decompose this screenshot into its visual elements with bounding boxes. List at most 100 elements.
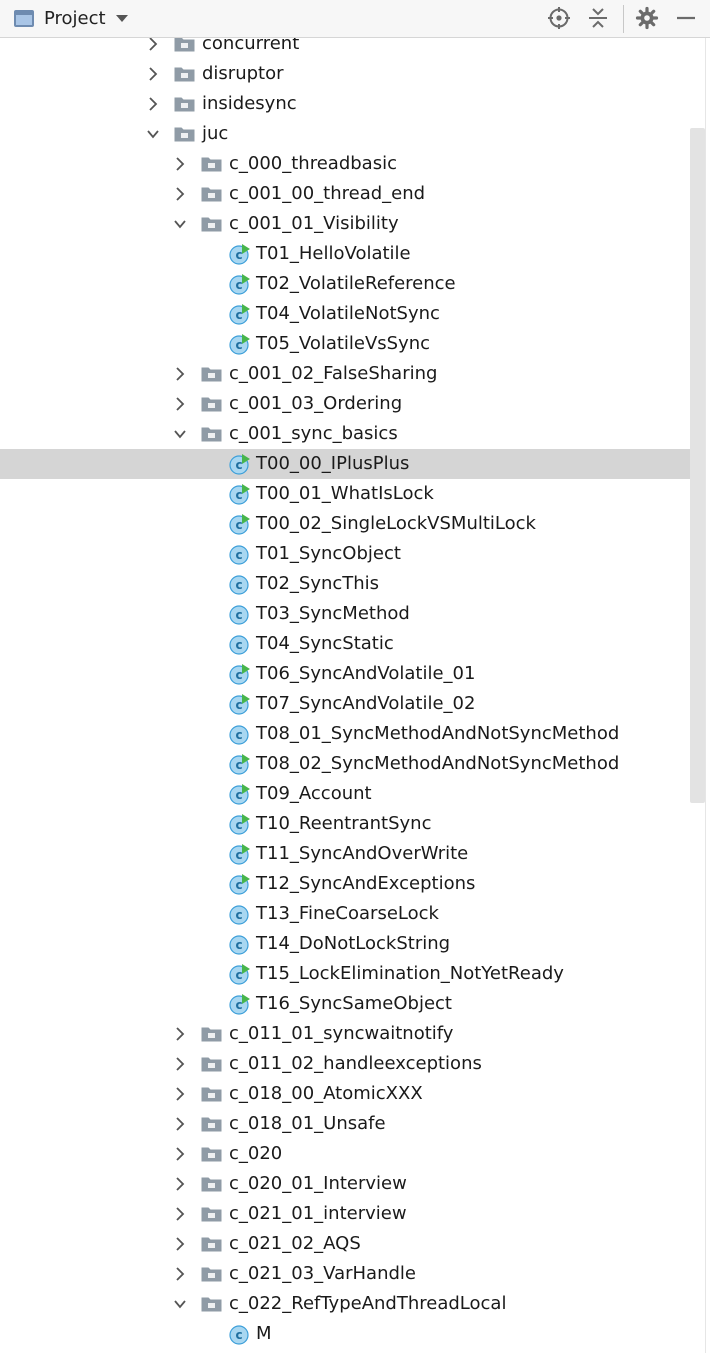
tree-folder-row[interactable]: c_018_01_Unsafe — [0, 1109, 705, 1139]
tree-file-row[interactable]: c T16_SyncSameObject — [0, 989, 705, 1019]
tree-folder-row[interactable]: concurrent — [0, 38, 705, 59]
chevron-right-icon[interactable] — [146, 97, 160, 111]
chevron-right-icon[interactable] — [173, 157, 187, 171]
tree-folder-row[interactable]: disruptor — [0, 59, 705, 89]
project-window-icon — [14, 10, 34, 27]
runnable-class-icon: c — [229, 484, 250, 505]
tree-item-label: disruptor — [202, 63, 284, 84]
tree-folder-row[interactable]: c_001_00_thread_end — [0, 179, 705, 209]
tree-folder-row[interactable]: c_001_01_Visibility — [0, 209, 705, 239]
tree-file-row[interactable]: c T13_FineCoarseLock — [0, 899, 705, 929]
tree-folder-row[interactable]: c_001_02_FalseSharing — [0, 359, 705, 389]
svg-text:c: c — [235, 998, 242, 1012]
tree-item-label: T00_00_IPlusPlus — [256, 453, 410, 474]
chevron-down-icon[interactable] — [115, 15, 128, 22]
folder-icon — [201, 217, 222, 232]
tree-item-label: c_001_00_thread_end — [229, 183, 426, 204]
folder-icon — [174, 38, 195, 52]
chevron-down-icon[interactable] — [173, 1297, 187, 1311]
tree-item-label: T05_VolatileVsSync — [256, 333, 431, 354]
tree-folder-row[interactable]: c_021_01_interview — [0, 1199, 705, 1229]
tree-folder-row[interactable]: c_021_02_AQS — [0, 1229, 705, 1259]
chevron-right-icon[interactable] — [173, 1027, 187, 1041]
tree-folder-row[interactable]: c_000_threadbasic — [0, 149, 705, 179]
svg-text:c: c — [235, 548, 242, 562]
runnable-class-icon: c — [229, 244, 250, 265]
chevron-right-icon[interactable] — [173, 1237, 187, 1251]
svg-text:c: c — [235, 788, 242, 802]
tree-file-row[interactable]: c T01_SyncObject — [0, 539, 705, 569]
tree-item-label: T15_LockElimination_NotYetReady — [256, 963, 564, 984]
gear-icon[interactable] — [635, 6, 659, 30]
tree-item-label: T13_FineCoarseLock — [256, 903, 439, 924]
chevron-down-icon[interactable] — [173, 427, 187, 441]
tree-item-label: T07_SyncAndVolatile_02 — [256, 693, 476, 714]
tree-folder-row[interactable]: c_011_01_syncwaitnotify — [0, 1019, 705, 1049]
tree-item-label: T08_01_SyncMethodAndNotSyncMethod — [256, 723, 620, 744]
chevron-right-icon[interactable] — [173, 1267, 187, 1281]
chevron-right-icon[interactable] — [173, 367, 187, 381]
folder-icon — [201, 1207, 222, 1222]
class-icon: c — [229, 905, 249, 925]
tree-folder-row[interactable]: c_022_RefTypeAndThreadLocal — [0, 1289, 705, 1319]
chevron-right-icon[interactable] — [173, 1087, 187, 1101]
chevron-down-icon[interactable] — [146, 127, 160, 141]
svg-text:c: c — [235, 1328, 242, 1342]
tree-folder-row[interactable]: c_021_03_VarHandle — [0, 1259, 705, 1289]
folder-icon — [201, 1177, 222, 1192]
locate-icon[interactable] — [547, 6, 571, 30]
tree-item-label: T16_SyncSameObject — [256, 993, 452, 1014]
folder-icon — [174, 97, 195, 112]
chevron-right-icon[interactable] — [173, 187, 187, 201]
svg-text:c: c — [235, 938, 242, 952]
chevron-right-icon[interactable] — [173, 1147, 187, 1161]
runnable-class-icon: c — [229, 844, 250, 865]
chevron-right-icon[interactable] — [173, 397, 187, 411]
chevron-right-icon[interactable] — [173, 1117, 187, 1131]
tree-folder-row[interactable]: c_020_01_Interview — [0, 1169, 705, 1199]
tree-folder-row[interactable]: insidesync — [0, 89, 705, 119]
tree-folder-row[interactable]: c_011_02_handleexceptions — [0, 1049, 705, 1079]
chevron-right-icon[interactable] — [173, 1057, 187, 1071]
tree-folder-row[interactable]: c_020 — [0, 1139, 705, 1169]
tree-folder-row[interactable]: c_001_03_Ordering — [0, 389, 705, 419]
chevron-right-icon[interactable] — [146, 38, 160, 51]
chevron-down-icon[interactable] — [173, 217, 187, 231]
tree-item-label: T01_SyncObject — [256, 543, 401, 564]
view-selector[interactable]: Project — [14, 8, 128, 29]
tree-folder-row[interactable]: juc — [0, 119, 705, 149]
minimize-icon[interactable] — [674, 6, 698, 30]
chevron-right-icon[interactable] — [146, 67, 160, 81]
chevron-right-icon[interactable] — [173, 1207, 187, 1221]
vertical-scrollbar-thumb[interactable] — [690, 128, 705, 803]
collapse-all-icon[interactable] — [586, 6, 610, 30]
runnable-class-icon: c — [229, 274, 250, 295]
folder-icon — [174, 67, 195, 82]
tree-folder-row[interactable]: c_018_00_AtomicXXX — [0, 1079, 705, 1109]
tree-folder-row[interactable]: c_001_sync_basics — [0, 419, 705, 449]
chevron-right-icon[interactable] — [173, 1177, 187, 1191]
